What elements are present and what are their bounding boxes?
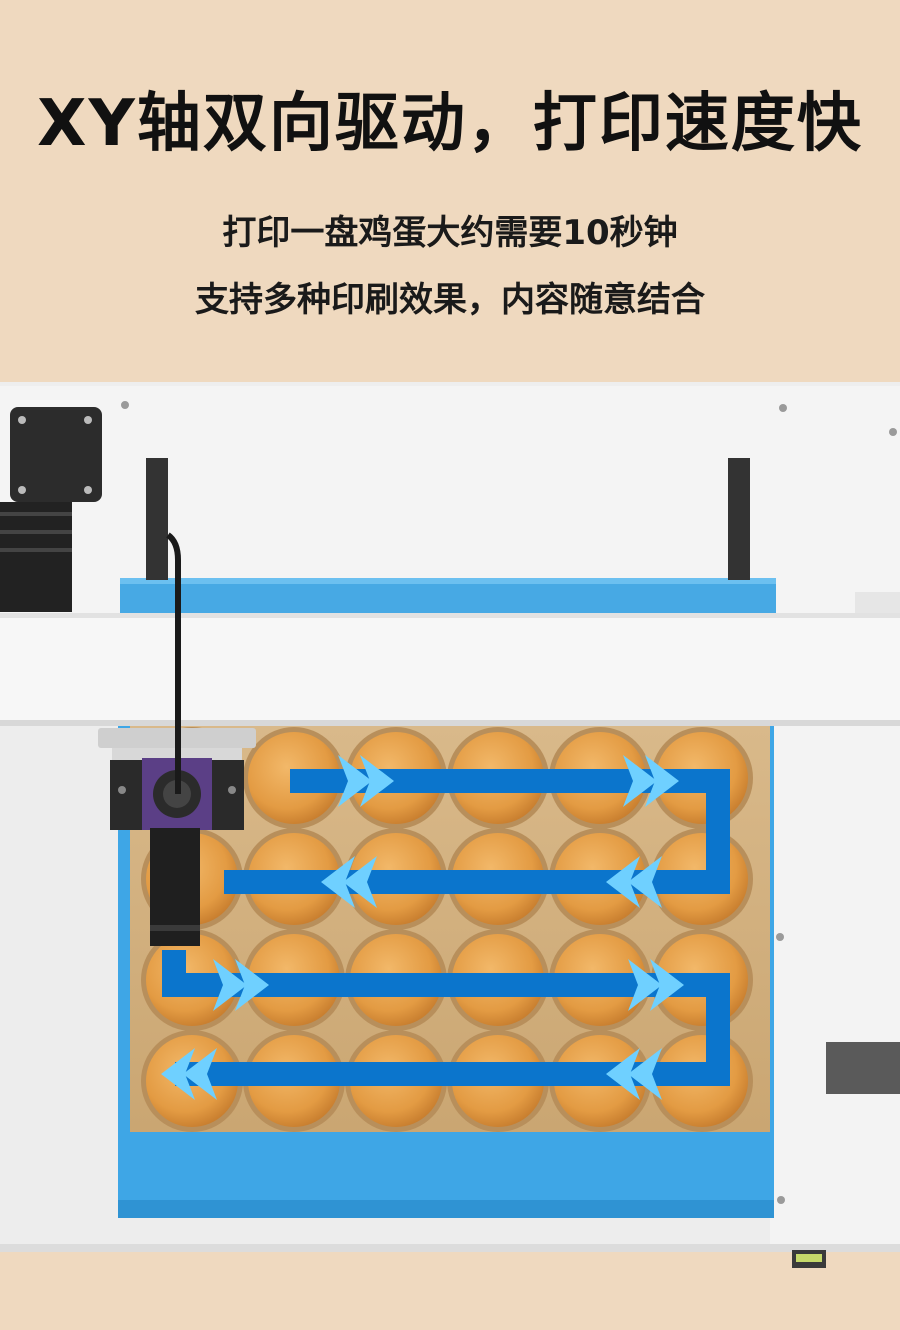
left-post (146, 458, 168, 580)
chevron-right-icon (360, 755, 394, 807)
stepper-motor (10, 407, 102, 502)
chevron-right-icon (623, 755, 657, 807)
chevron-right-icon (338, 755, 372, 807)
feature-line-1: 打印一盘鸡蛋大约需要10秒钟 (222, 213, 678, 253)
chevron-left-icon (628, 856, 662, 908)
control-panel (826, 1042, 900, 1094)
chevron-left-icon (321, 856, 355, 908)
path-line (224, 769, 730, 894)
machine-bottom-edge (0, 1244, 900, 1252)
chevron-right-icon (645, 755, 679, 807)
chevron-left-icon (343, 856, 377, 908)
chevron-right-icon (213, 959, 247, 1011)
chevron-left-icon (628, 1048, 662, 1100)
stepper-motor-body (0, 502, 72, 612)
chevron-right-icon (628, 959, 662, 1011)
chevron-left-icon (161, 1048, 195, 1100)
chevron-left-icon (606, 1048, 640, 1100)
print-path (162, 769, 730, 1086)
right-side-panel (770, 700, 900, 1248)
path-line (162, 950, 730, 1086)
right-post (728, 458, 750, 580)
headline: XY轴双向驱动，打印速度快 (37, 87, 863, 161)
back-blue-rail (120, 578, 776, 618)
chevron-right-icon (235, 959, 269, 1011)
chevron-left-icon (606, 856, 640, 908)
feature-line-2: 支持多种印刷效果，内容随意结合 (195, 280, 705, 320)
direction-chevrons (161, 755, 684, 1100)
ink-cable (166, 532, 181, 794)
header: XY轴双向驱动，打印速度快 打印一盘鸡蛋大约需要10秒钟 支持多种印刷效果，内容… (0, 0, 900, 380)
chevron-right-icon (650, 959, 684, 1011)
chevron-left-icon (183, 1048, 217, 1100)
gantry-beam (0, 613, 900, 725)
